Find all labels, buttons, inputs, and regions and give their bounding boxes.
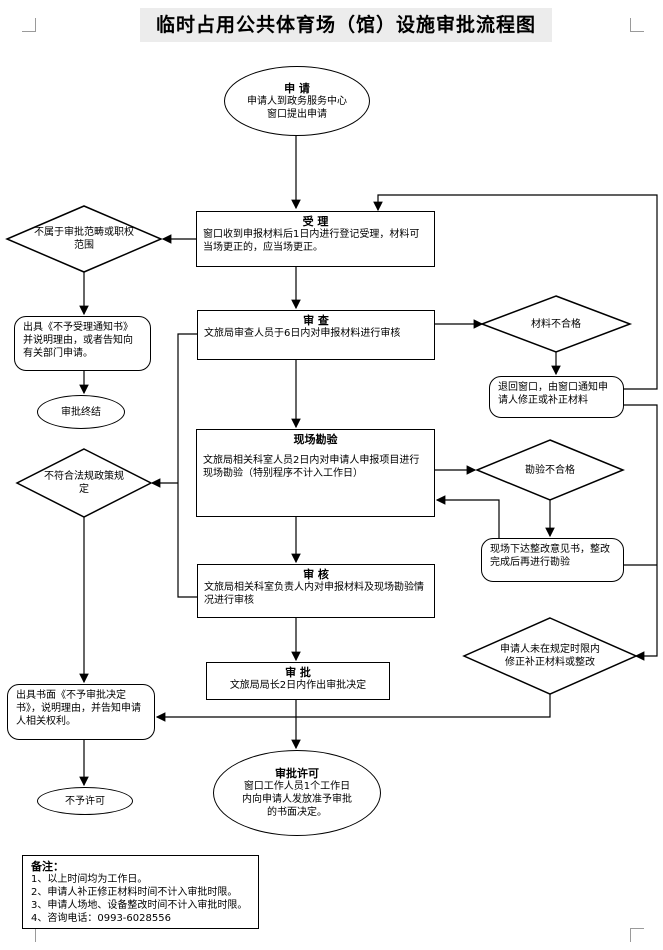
- node-not-compliant: 不符合法规政策规定: [40, 466, 128, 500]
- node-not-permitted-text: 不予许可: [65, 795, 105, 807]
- node-return-window-text: 退回窗口，由窗口通知申请人修正或补正材料: [498, 382, 608, 406]
- notes-item: 1、以上时间均为工作日。: [31, 874, 148, 885]
- arrow-rectify-to-inspection: [435, 495, 500, 542]
- diamond-not-compliant-shape: [15, 448, 153, 518]
- notes-box: 备注： 1、以上时间均为工作日。 2、申请人补正修正材料时间不计入审批时限。 3…: [22, 855, 259, 929]
- node-inspection: 现场勘验 文旅局相关科室人员2日内对申请人申报项目进行现场勘验（特别程序不计入工…: [196, 429, 435, 517]
- line-review-to-left: [177, 333, 197, 598]
- node-accept-text: 窗口收到申报材料后1日内进行登记受理，材料可当场更正的，应当场更正。: [203, 229, 420, 253]
- node-permit-title: 审批许可: [275, 767, 319, 780]
- node-permit: 审批许可 窗口工作人员1个工作日内向申请人发放准予审批的书面决定。: [213, 750, 381, 836]
- node-deny-decision: 出具书面《不予审批决定书》，说明理由，并告知申请人相关权利。: [7, 684, 155, 740]
- node-apply: 申 请 申请人到政务服务中心窗口提出申请: [224, 66, 370, 136]
- diamond-inspect-fail-shape: [475, 439, 625, 501]
- corner-mark-top-left: [22, 18, 36, 32]
- arrow-return-to-accept: [373, 194, 658, 390]
- node-not-accept-notice: 出具《不予受理通知书》并说明理由，或者告知向有关部门申请。: [14, 316, 151, 371]
- diamond-not-corrected-shape: [462, 617, 638, 695]
- node-audit-text: 文旅局相关科室负责人内对申报材料及现场勘验情况进行审核: [204, 582, 424, 606]
- node-rectify: 现场下达整改意见书，整改完成后再进行勘验: [481, 538, 624, 582]
- node-not-accept-notice-text: 出具《不予受理通知书》并说明理由，或者告知向有关部门申请。: [23, 322, 133, 359]
- node-not-compliant-text: 不符合法规政策规定: [44, 471, 124, 495]
- node-not-permitted: 不予许可: [37, 787, 133, 815]
- notes-item: 4、咨询电话：0993-6028556: [31, 913, 171, 924]
- node-inspect-fail: 勘验不合格: [500, 461, 600, 479]
- node-material-fail: 材料不合格: [505, 315, 607, 333]
- diamond-not-in-scope-shape: [5, 205, 163, 273]
- node-review: 审 查 文旅局审查人员于6日内对申报材料进行审核: [197, 310, 435, 360]
- node-apply-title: 申 请: [284, 81, 310, 95]
- node-approval-end-text: 审批终结: [61, 406, 101, 418]
- corner-mark-top-right: [630, 18, 644, 32]
- node-approve-title: 审 批: [285, 666, 311, 679]
- node-rectify-text: 现场下达整改意见书，整改完成后再进行勘验: [490, 544, 610, 568]
- node-approval-end: 审批终结: [37, 395, 125, 429]
- node-inspection-title: 现场勘验: [293, 433, 338, 446]
- node-review-text: 文旅局审查人员于6日内对申报材料进行审核: [204, 328, 401, 339]
- node-not-in-scope-text: 不属于审批范畴或职权范围: [34, 227, 134, 251]
- node-inspect-fail-text: 勘验不合格: [525, 464, 575, 476]
- page-title: 临时占用公共体育场（馆）设施审批流程图: [140, 8, 552, 42]
- node-inspection-text: 文旅局相关科室人员2日内对申请人申报项目进行现场勘验（特别程序不计入工作日）: [203, 455, 420, 479]
- node-deny-decision-text: 出具书面《不予审批决定书》，说明理由，并告知申请人相关权利。: [16, 690, 141, 727]
- node-audit: 审 核 文旅局相关科室负责人内对申报材料及现场勘验情况进行审核: [197, 564, 435, 618]
- node-material-fail-text: 材料不合格: [531, 318, 581, 330]
- node-return-window: 退回窗口，由窗口通知申请人修正或补正材料: [489, 376, 624, 418]
- corner-mark-bottom-right: [630, 928, 644, 942]
- notes-heading: 备注：: [31, 860, 64, 873]
- node-not-corrected-text: 申请人未在规定时限内修正补正材料或整改: [500, 644, 600, 668]
- arrow-return-to-not-corrected: [624, 404, 658, 661]
- node-audit-title: 审 核: [303, 568, 329, 581]
- notes-item: 2、申请人补正修正材料时间不计入审批时限。: [31, 887, 238, 898]
- node-not-corrected: 申请人未在规定时限内修正补正材料或整改: [498, 636, 602, 676]
- node-apply-text: 申请人到政务服务中心窗口提出申请: [247, 95, 347, 120]
- arrow-not-corrected-to-deny: [155, 694, 551, 722]
- node-not-in-scope: 不属于审批范畴或职权范围: [30, 222, 138, 256]
- node-accept: 受 理 窗口收到申报材料后1日内进行登记受理，材料可当场更正的，应当场更正。: [196, 211, 435, 267]
- node-permit-text: 窗口工作人员1个工作日内向申请人发放准予审批的书面决定。: [242, 781, 352, 818]
- node-review-title: 审 查: [303, 314, 329, 327]
- node-approve: 审 批 文旅局局长2日内作出审批决定: [206, 662, 390, 700]
- node-accept-title: 受 理: [302, 215, 329, 228]
- diamond-material-fail-shape: [479, 295, 633, 353]
- notes-item: 3、申请人场地、设备整改时间不计入审批时限。: [31, 900, 248, 911]
- node-approve-text: 文旅局局长2日内作出审批决定: [229, 680, 367, 691]
